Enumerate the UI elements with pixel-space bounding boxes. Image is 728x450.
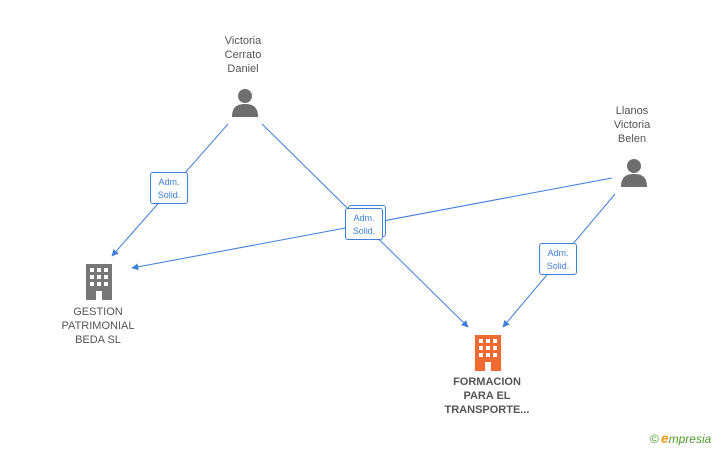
person-icon[interactable] — [231, 88, 259, 118]
relation-badge-victoria-gestion[interactable]: Adm. Solid. — [150, 172, 188, 204]
building-icon[interactable] — [84, 264, 114, 300]
company-label-formacion[interactable]: FORMACION PARA EL TRANSPORTE... — [444, 376, 530, 416]
brand-name: mpresia — [668, 432, 712, 446]
person-icon[interactable] — [620, 158, 648, 188]
person-label-llanos: Llanos Victoria Belen — [613, 105, 651, 145]
brand-e-letter: e — [660, 430, 669, 446]
relation-badge-victoria-formacion[interactable]: Adm. Solid. — [345, 208, 383, 240]
building-icon[interactable] — [473, 335, 503, 371]
relation-badge-llanos-formacion[interactable]: Adm. Solid. — [539, 243, 577, 275]
company-label-gestion: GESTION PATRIMONIAL BEDA SL — [61, 306, 135, 346]
person-label-victoria: Victoria Cerrato Daniel — [224, 35, 262, 75]
brand-logo: ©empresia — [650, 430, 711, 446]
copyright-symbol: © — [650, 432, 659, 446]
